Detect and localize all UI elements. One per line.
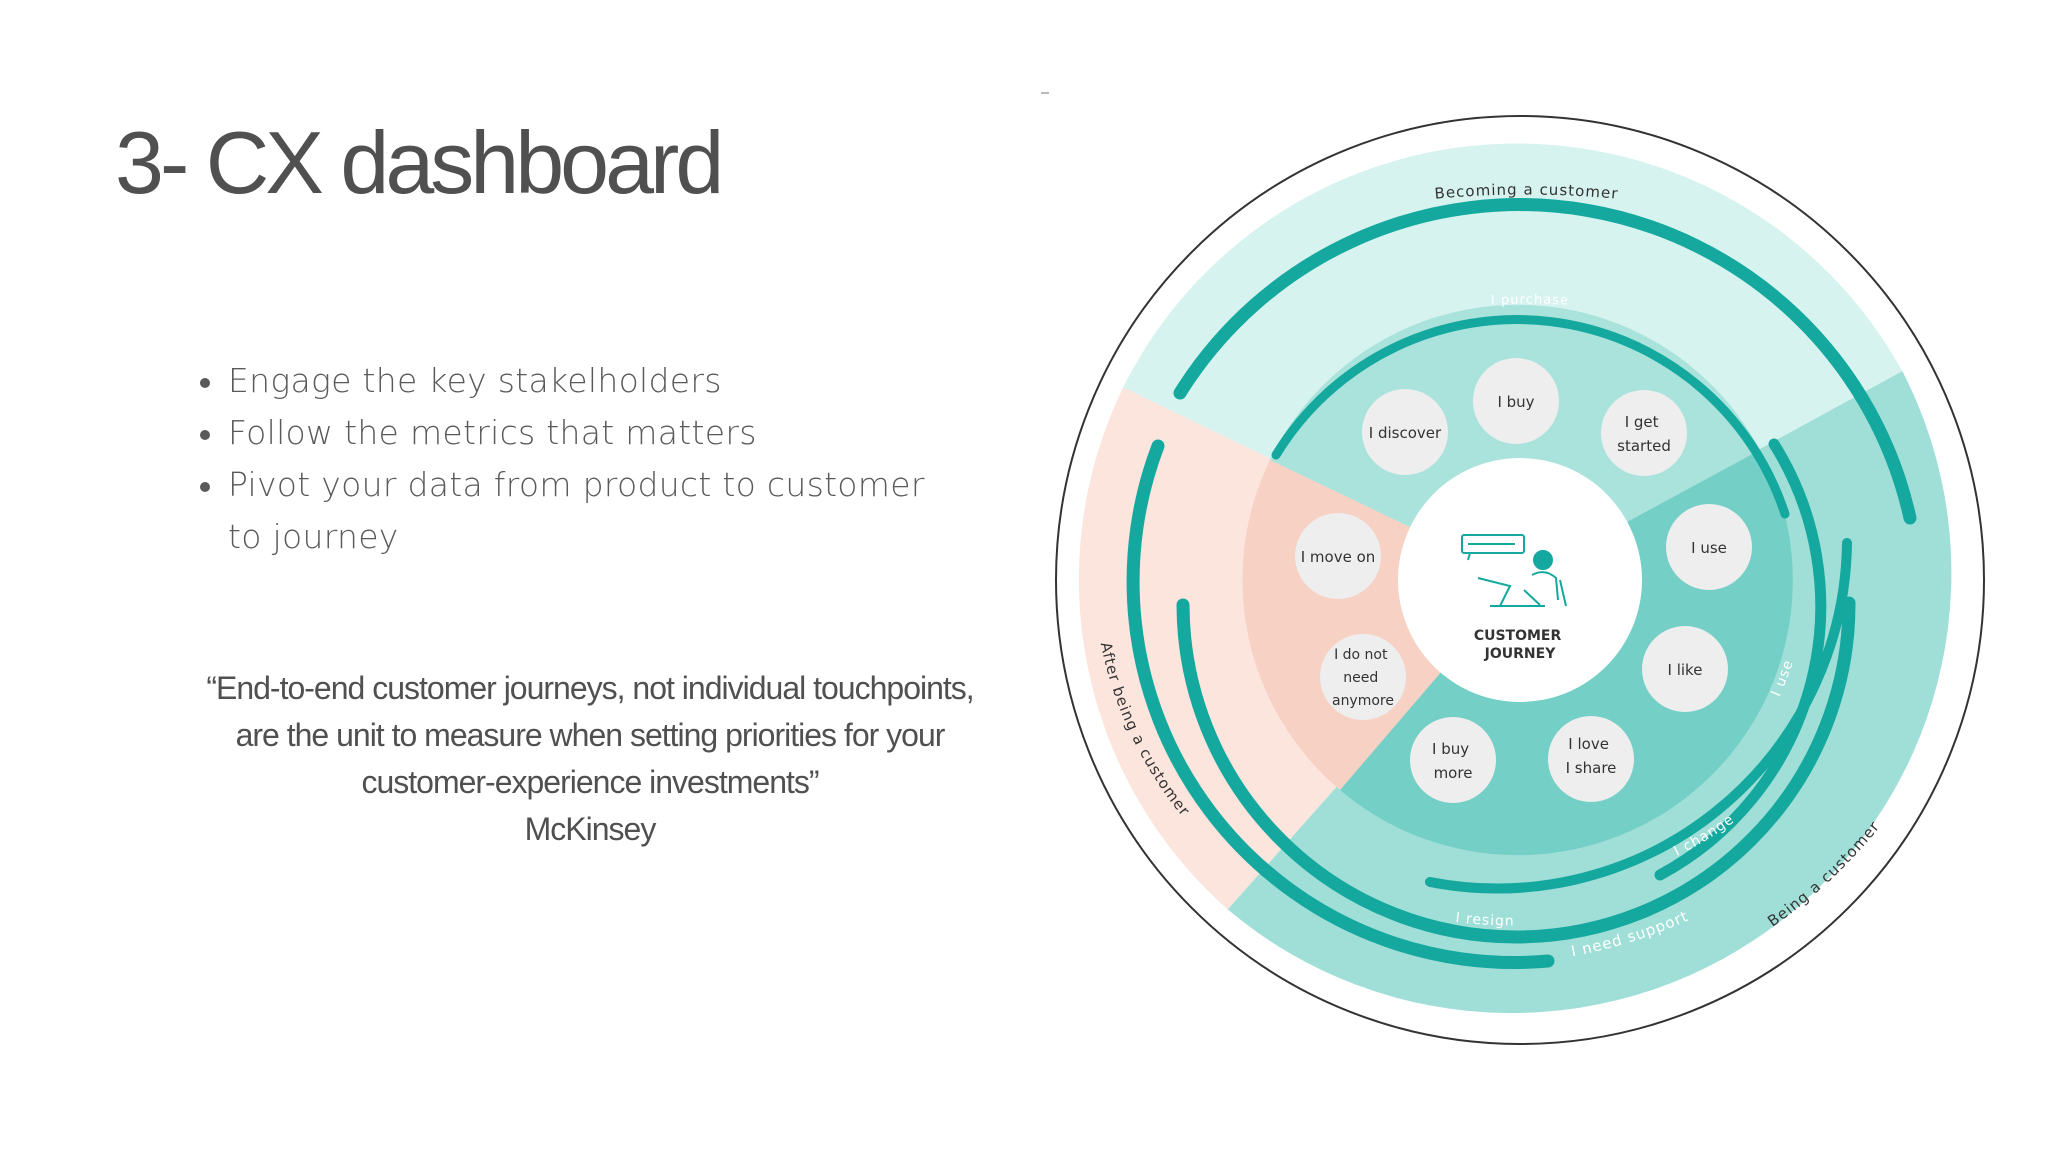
stage-label: I use bbox=[1691, 539, 1727, 557]
bullet-dot bbox=[200, 482, 210, 492]
arc-label-resign: I resign bbox=[1455, 910, 1515, 930]
center-hub bbox=[1398, 458, 1642, 702]
stage-label-line: I get bbox=[1625, 413, 1659, 431]
stage-i-discover: I discover bbox=[1362, 389, 1448, 475]
arc-resign bbox=[1126, 439, 1555, 970]
center-title: CUSTOMER JOURNEY bbox=[1474, 628, 1566, 662]
stage-label: I get started bbox=[1617, 413, 1671, 455]
stage-label-line: I do not bbox=[1334, 647, 1388, 663]
customer-journey-diagram: Becoming a customer I purchase After bei… bbox=[1055, 115, 1985, 1045]
bullet-dot bbox=[200, 378, 210, 388]
stage-label: I do not need anymore bbox=[1332, 647, 1394, 709]
quote-text: “End-to-end customer journeys, not indiv… bbox=[206, 670, 974, 800]
stage-label: I love I share bbox=[1566, 735, 1617, 777]
segment-label-becoming: Becoming a customer bbox=[1434, 181, 1620, 203]
stage-i-buy: I buy bbox=[1473, 358, 1559, 444]
person-at-laptop-icon bbox=[1461, 534, 1567, 607]
stage-label-line: I share bbox=[1566, 759, 1617, 777]
stage-i-like: I like bbox=[1642, 626, 1728, 712]
bullet-list: Engage the key stakelholders Follow the … bbox=[200, 355, 960, 563]
image-corner-mark bbox=[1041, 92, 1049, 94]
bullet-item: Engage the key stakelholders bbox=[200, 355, 960, 407]
stage-label: I discover bbox=[1369, 424, 1442, 442]
stage-label: I move on bbox=[1301, 548, 1376, 566]
stage-label-line: started bbox=[1617, 437, 1671, 455]
stage-label-line: I buy bbox=[1432, 740, 1469, 758]
bullet-dot bbox=[200, 430, 210, 440]
slide-title: 3- CX dashboard bbox=[115, 113, 724, 212]
quote-block: “End-to-end customer journeys, not indiv… bbox=[190, 665, 990, 853]
quote-author: McKinsey bbox=[524, 811, 657, 847]
stage-label-line: need bbox=[1343, 670, 1378, 686]
stage-i-do-not-need-anymore: I do not need anymore bbox=[1320, 634, 1406, 720]
stage-label: I buy more bbox=[1432, 740, 1474, 782]
stage-i-use: I use bbox=[1666, 504, 1752, 590]
arc-support bbox=[1176, 596, 1856, 944]
stage-i-buy-more: I buy more bbox=[1410, 717, 1496, 803]
stage-i-move-on: I move on bbox=[1295, 513, 1381, 599]
stage-label-line: I love bbox=[1568, 735, 1609, 753]
diagram-outline bbox=[1055, 115, 1985, 1045]
stage-label-line: anymore bbox=[1332, 693, 1394, 709]
arc-label-purchase: I purchase bbox=[1491, 293, 1570, 309]
stage-label: I buy bbox=[1497, 393, 1534, 411]
center-title-line: JOURNEY bbox=[1484, 646, 1557, 662]
arc-change bbox=[1425, 538, 1852, 894]
center-title-line: CUSTOMER bbox=[1474, 628, 1562, 644]
bullet-item: Pivot your data from product to customer… bbox=[200, 459, 960, 563]
stage-i-get-started: I get started bbox=[1601, 390, 1687, 476]
bullet-text: Engage the key stakelholders bbox=[228, 361, 722, 400]
stage-label-line: more bbox=[1434, 764, 1473, 782]
arc-purchase bbox=[1271, 315, 1790, 519]
stage-i-love-i-share: I love I share bbox=[1548, 716, 1634, 802]
bullet-text: Pivot your data from product to customer… bbox=[228, 465, 925, 556]
stage-label: I like bbox=[1668, 661, 1703, 679]
arc-becoming bbox=[1173, 198, 1917, 525]
bullet-text: Follow the metrics that matters bbox=[228, 413, 757, 452]
bullet-item: Follow the metrics that matters bbox=[200, 407, 960, 459]
